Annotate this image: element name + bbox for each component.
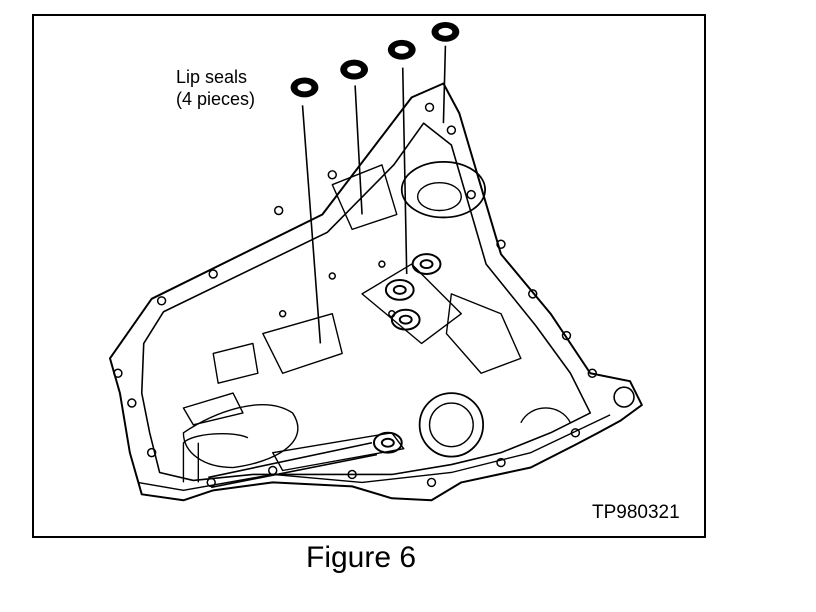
housing-outline — [109, 82, 643, 502]
passage-8 — [182, 392, 244, 426]
passage-6 — [445, 293, 522, 374]
tab-hole — [613, 386, 635, 408]
leader-lines — [301, 45, 447, 344]
lip-seal-icon — [290, 21, 460, 98]
passage-3 — [361, 263, 462, 345]
passage-5 — [212, 342, 259, 384]
image-code: TP980321 — [592, 502, 680, 523]
large-bore — [400, 160, 486, 219]
transmission-case-drawing — [109, 21, 643, 502]
passage-7 — [272, 432, 405, 472]
round-cover-inner — [428, 402, 474, 448]
passage-4 — [331, 164, 398, 231]
seated-seals — [372, 253, 442, 454]
inner-body — [140, 122, 592, 482]
large-bore-inner — [416, 182, 462, 212]
passage-1 — [182, 404, 299, 469]
shaft — [208, 441, 378, 489]
gasket-edge — [137, 414, 611, 492]
lower-right-bore — [520, 407, 572, 424]
bolt-holes — [113, 102, 597, 488]
round-cover — [418, 392, 485, 458]
callout-label: Lip seals (4 pieces) — [176, 66, 255, 110]
figure-frame: Lip seals (4 pieces) TP980321 — [32, 14, 706, 538]
callout-line-2: (4 pieces) — [176, 89, 256, 109]
passage-2 — [262, 313, 343, 374]
figure-caption: Figure 6 — [306, 541, 417, 574]
tube — [182, 433, 249, 483]
callout-line-1: Lip seals — [176, 67, 248, 87]
